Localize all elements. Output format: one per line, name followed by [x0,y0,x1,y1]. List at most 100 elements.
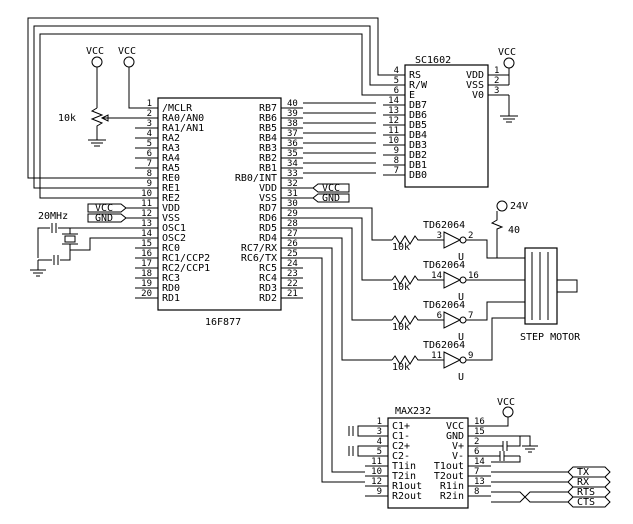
max232-pin-label: R2in [440,491,464,502]
pic-pin-label: RB5 [259,123,277,134]
max232-pin-2: 2V+ [452,437,491,452]
serial-tag-label: CTS [577,497,595,508]
serial-tag-label: TX [577,467,589,478]
lcd-pin-label: DB0 [409,170,427,181]
pic-pin-number: 18 [141,269,152,279]
driver-input-pin: 14 [431,271,442,281]
max232-pin-number: 12 [371,477,382,487]
pic-pin-number: 28 [287,219,298,229]
pic-pin-label: RA0/AN0 [162,113,204,124]
lcd-pin-number: 10 [388,136,399,146]
max232-pin-label: C2- [392,451,410,462]
max232-pin-number: 16 [474,417,485,427]
max232-pin-label: V- [452,451,464,462]
max232-pin-label: T1out [434,461,464,472]
lcd-pin-number: 8 [394,156,399,166]
pic-pin-8: 8 RE0 [135,169,180,184]
pic-pin-label: RA5 [162,163,180,174]
pic-pin-number: 2 [147,109,152,119]
motor-shaft [556,279,578,293]
pic-pin-label: RD7 [259,203,277,214]
pic-pin-label: RA2 [162,133,180,144]
step-motor: STEP MOTOR [520,247,581,343]
pic-pin-label: RD1 [162,293,180,304]
lcd-pin-label: DB1 [409,160,427,171]
pic-pin-number: 24 [287,259,298,269]
pic-pin-label: RA1/AN1 [162,123,204,134]
pic-pin-number: 34 [287,159,298,169]
lcd-pin-8: 8 DB1 [383,156,427,171]
lcd-pin-label: VSS [466,80,484,91]
max232-pin-label: T2in [392,471,416,482]
pic-pin-2: 2 RA0/AN0 [135,109,204,124]
pic-body [157,97,282,311]
pic-pin-number: 8 [147,169,152,179]
pic-pin-label: RE0 [162,173,180,184]
driver-part-name: TD62064 [423,340,465,351]
pic-pin-number: 29 [287,209,298,219]
lcd-pin-label: DB4 [409,130,427,141]
lcd-pin-number: 12 [388,116,399,126]
pic-pin-number: 32 [287,179,298,189]
pic-pin-label: RC2/CCP1 [162,263,210,274]
pic-pin-number: 13 [141,219,152,229]
pic-pin-number: 35 [287,149,298,159]
v24-label: 24V [510,201,528,212]
pic-pin-number: 40 [287,99,298,109]
lcd-pin-label: DB3 [409,140,427,151]
lcd-pin-number: 6 [394,86,399,96]
pic-pin-label: RD2 [259,293,277,304]
pic-pin-number: 36 [287,139,298,149]
serial-tag-label: RX [577,477,589,488]
max232-pin-label: R2out [392,491,422,502]
vcc-terminal-pot [91,56,103,68]
lcd-pin-10: 10 DB3 [383,136,427,151]
driver-resistor-value: 10k [392,322,410,333]
pic-pin-number: 6 [147,149,152,159]
lcd-pin-label: E [409,90,415,101]
pic-pin-label: RC5 [259,263,277,274]
pic-pin-label: RB6 [259,113,277,124]
max232-pin-number: 2 [474,437,479,447]
pic-pin-label: VSS [162,213,180,224]
lcd-pin-label: RS [409,70,421,81]
lcd-power: VCC [498,47,518,123]
max232-pin-label: C1- [392,431,410,442]
driver-input-pin: 6 [437,311,442,321]
pic-pin-label: RA4 [162,153,180,164]
pic-pin-label: RD3 [259,283,277,294]
resistor-symbol [391,355,444,365]
buffer-symbol [443,311,462,329]
max232-pin-label: R1in [440,481,464,492]
pic-pin-number: 1 [147,99,152,109]
pic-pin-number: 25 [287,249,298,259]
lcd-pin-label: R/W [409,80,428,91]
max232-pin-label: GND [446,431,464,442]
pic-pin-label: RA3 [162,143,180,154]
driver-unit-label: U [458,332,464,343]
pic-pin-number: 17 [141,259,152,269]
lcd-pin-number: 9 [394,146,399,156]
pic-pin-number: 20 [141,289,152,299]
pic-pin-number: 15 [141,239,152,249]
